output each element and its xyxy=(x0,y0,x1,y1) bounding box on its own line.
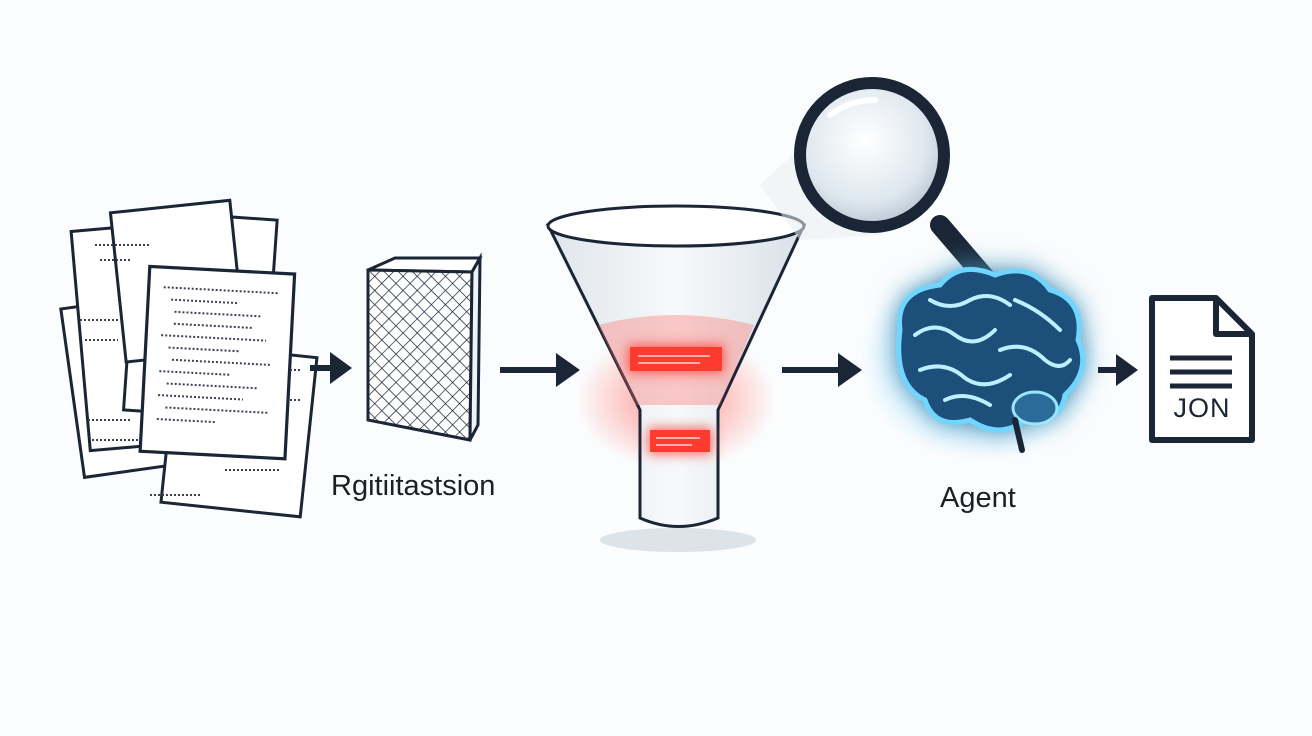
arrow-right-icon xyxy=(1098,354,1138,386)
document-icon xyxy=(1149,295,1255,443)
arrow-right-icon xyxy=(310,352,352,384)
arrow-right-icon xyxy=(500,353,580,387)
magnifying-glass-icon xyxy=(760,77,1010,305)
stacked-code-documents-icon xyxy=(59,198,319,519)
funnel-icon xyxy=(545,204,807,552)
arrow-right-icon xyxy=(782,353,862,387)
agent-label: Agent xyxy=(940,482,1016,514)
mesh-cube-icon xyxy=(366,252,483,442)
brain-icon xyxy=(860,260,1100,460)
output-document-label: JON xyxy=(1173,393,1231,423)
registration-label: Rgitiitastsion xyxy=(331,470,496,502)
